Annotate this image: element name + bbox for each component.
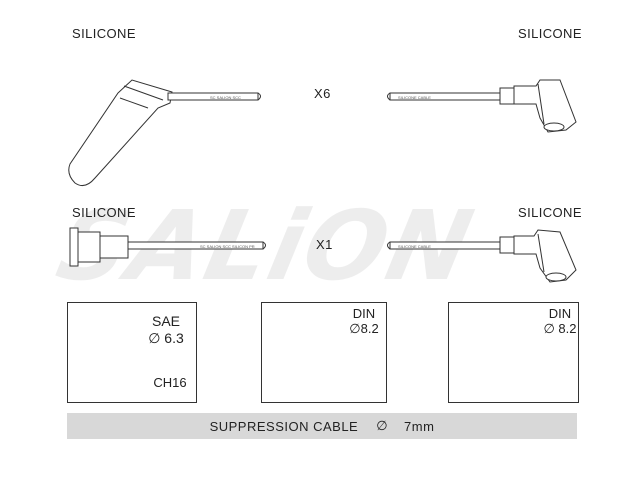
sae-size: ∅ 6.3 (148, 330, 184, 346)
sae-code: CH16 (153, 375, 187, 390)
suppression-cable-label: SUPPRESSION CABLE (209, 418, 359, 434)
din-distributor-panel (448, 302, 579, 403)
material-label-mid-left: SILICONE (72, 205, 136, 220)
quantity-mid: X1 (316, 237, 333, 252)
quantity-top: X6 (314, 86, 331, 101)
cable-print-mid-right: SILICONE CABLE (398, 244, 431, 249)
material-label-top-left: SILICONE (72, 26, 136, 41)
sae-connector-panel (67, 302, 197, 403)
din-coil-size: ∅8.2 (349, 321, 379, 336)
suppression-cable-bar: SUPPRESSION CABLE ∅ 7mm (67, 413, 577, 439)
din-coil-panel (261, 302, 387, 403)
cable-print-top-right: SILICONE CABLE (398, 95, 431, 100)
din-coil-standard: DIN (352, 306, 376, 321)
sae-standard: SAE (151, 313, 180, 329)
angled-boot-top-right (387, 79, 577, 133)
angled-boot-top-left (68, 79, 261, 187)
straight-boot-mid-left (69, 227, 266, 267)
diameter-symbol: ∅ (376, 418, 389, 433)
cable-print-top-left: SC SALION SCC (210, 95, 241, 100)
angled-boot-mid-right (387, 229, 577, 283)
cable-diameter-value: 7mm (404, 418, 435, 434)
cable-print-mid-left: SC SALION SCC SILICON PR (200, 244, 255, 249)
material-label-top-right: SILICONE (518, 26, 582, 41)
din-distributor-size: ∅ 8.2 (543, 321, 577, 336)
din-distributor-standard: DIN (548, 306, 572, 321)
material-label-mid-right: SILICONE (518, 205, 582, 220)
